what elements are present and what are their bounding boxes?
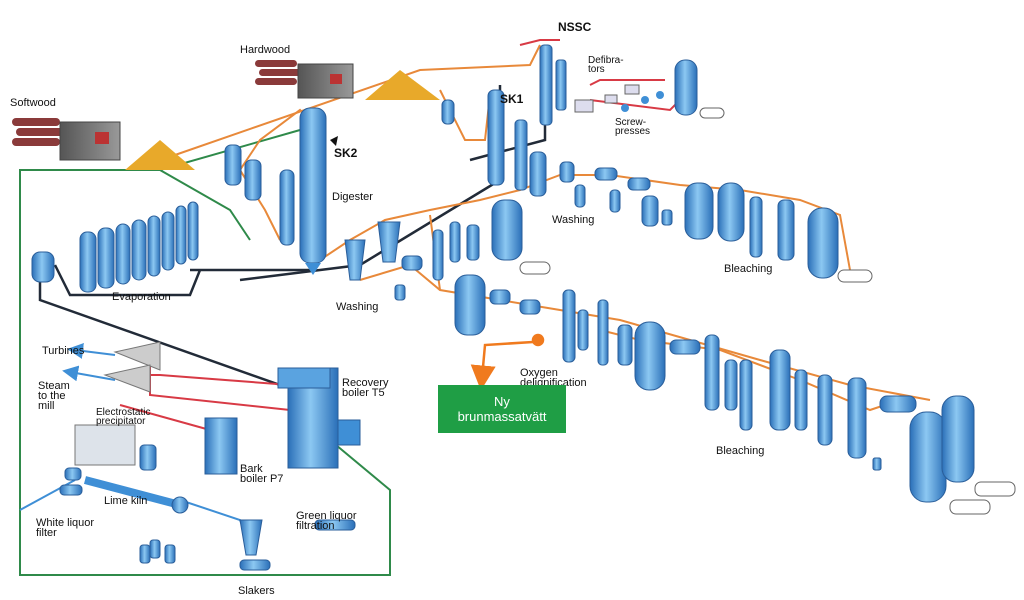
label-oxygen-delignification: Oxygen delignification [520,367,587,389]
label-slakers: Slakers [238,585,275,597]
label-screwpresses: Screw- presses [615,117,651,137]
label-green-liquor-filtration: Green liquor filtration [296,510,357,532]
label-washing-left: Washing [336,301,379,313]
label-washing-top: Washing [552,214,595,226]
softwood-logs [12,118,121,161]
pulp-bales [519,107,1016,515]
screening-vessels [432,199,541,336]
label-defibrators: Defibra- tors [588,55,624,75]
brownstock-washing [344,221,423,301]
bleaching-bottom [669,334,975,503]
impregnation-vessels [224,99,455,246]
hardwood-logs [255,60,354,99]
label-evaporation: Evaporation [112,291,171,303]
callout-box: Ny brunmassatvätt [438,385,566,433]
digester-sk1 [487,89,528,191]
label-bark-boiler: Bark boiler P7 [240,463,284,485]
evaporation-plant [31,201,199,293]
label-turbines: Turbines [42,345,85,357]
label-softwood: Softwood [10,97,56,109]
oxygen-delignification [562,289,666,391]
label-steam: Steam to the mill [38,380,70,412]
label-bleaching-bottom: Bleaching [716,445,765,457]
label-recovery-boiler: Recovery boiler T5 [342,377,389,399]
causticizing-area [59,424,356,571]
label-electrostatic: Electrostatic precipitator [96,407,151,427]
callout-line2: brunmassatvätt [457,409,547,424]
callout-arrow [470,333,545,391]
label-lime-kiln: Lime kiln [104,495,148,507]
washing-line [529,151,673,227]
recovery-boiler [277,367,361,469]
label-white-liquor-filter: White liquor filter [36,517,95,539]
wood-chip-piles [125,70,440,170]
turbines [103,341,161,393]
nssc-digester [539,44,567,126]
bark-boiler [204,417,238,475]
label-nssc: NSSC [558,20,592,34]
label-sk1: SK1 [500,92,524,106]
label-digester: Digester [332,191,373,203]
bleaching-top [684,182,839,279]
callout-line1: Ny [494,394,510,409]
label-bleaching-top: Bleaching [724,263,773,275]
label-sk2: SK2 [334,146,358,160]
nssc-line [574,59,698,116]
label-hardwood: Hardwood [240,44,291,56]
digester-sk2 [299,107,338,275]
